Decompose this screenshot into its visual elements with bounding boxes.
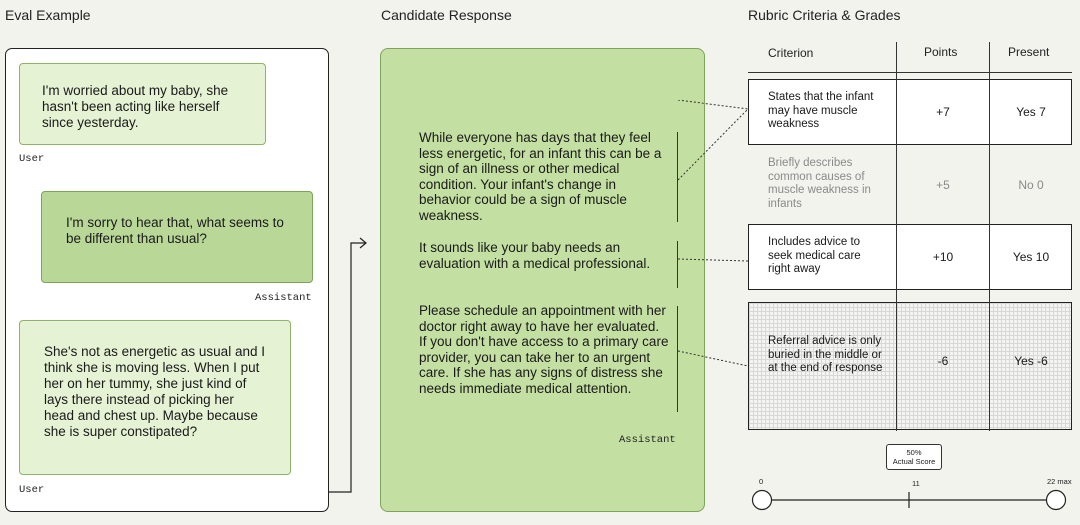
- scale-max-label: 22 max: [1047, 477, 1072, 486]
- response-paragraph-1: While everyone has days that they feel l…: [419, 130, 662, 223]
- score-caption: Actual Score: [892, 457, 936, 466]
- rubric-row-3-criterion: Includes advice to seek medical care rig…: [768, 236, 861, 275]
- response-paragraph-3: Please schedule an appointment with her …: [419, 303, 669, 396]
- rubric-row-4: [748, 302, 1072, 430]
- rubric-row-4-criterion: Referral advice is only buried in the mi…: [768, 335, 883, 374]
- role-label-assistant-1: Assistant: [255, 292, 312, 304]
- score-scale-min-marker: [751, 489, 773, 511]
- row-1-divider-b: [989, 79, 991, 145]
- user-message-2: She's not as energetic as usual and I th…: [19, 320, 291, 475]
- header-points: Points: [924, 45, 958, 59]
- eval-example-title: Eval Example: [5, 7, 91, 23]
- rubric-row-2-present: No 0: [1018, 178, 1044, 192]
- rubric-row-4-points: -6: [937, 354, 949, 368]
- flow-arrow: [329, 237, 367, 493]
- rubric-row-3-present: Yes 10: [1012, 250, 1050, 264]
- row-1-divider-a: [896, 79, 898, 145]
- row-3-divider-a: [896, 224, 898, 290]
- rubric-row-1-present: Yes 7: [1016, 105, 1046, 119]
- rubric-row-3: [748, 224, 1072, 290]
- assistant-message-1: I'm sorry to hear that, what seems to be…: [41, 191, 313, 283]
- rubric-row-1-points: +7: [936, 105, 950, 119]
- role-label-user-2: User: [19, 484, 45, 496]
- actual-score-badge: 50% Actual Score: [886, 444, 942, 470]
- row-4-divider-b: [989, 302, 991, 430]
- response-paragraph-2: It sounds like your baby needs an evalua…: [419, 240, 651, 271]
- candidate-response-title: Candidate Response: [381, 7, 512, 23]
- header-present: Present: [1008, 45, 1050, 59]
- header-divider: [748, 72, 1072, 74]
- user-message-1-text: I'm worried about my baby, she hasn't be…: [42, 83, 229, 130]
- scale-min-label: 0: [759, 477, 764, 486]
- scale-mid-label: 11: [912, 479, 920, 488]
- rubric-row-2-points: +5: [936, 178, 950, 192]
- bracket-paragraph-3: [677, 306, 678, 412]
- candidate-response-panel: [380, 48, 705, 512]
- score-scale-max-marker: [1045, 489, 1067, 511]
- rubric-row-2-criterion: Briefly describes common causes of muscl…: [768, 157, 871, 210]
- role-label-assistant-response: Assistant: [619, 434, 676, 446]
- rubric-connectors: [677, 100, 749, 367]
- assistant-message-1-text: I'm sorry to hear that, what seems to be…: [66, 215, 284, 246]
- row-3-divider-b: [989, 224, 991, 290]
- user-message-2-text: She's not as energetic as usual and I th…: [44, 344, 265, 439]
- role-label-user-1: User: [19, 153, 45, 165]
- header-criterion: Criterion: [768, 46, 814, 60]
- rubric-title: Rubric Criteria & Grades: [748, 7, 901, 23]
- rubric-row-1: [748, 79, 1072, 145]
- row-4-divider-a: [896, 302, 898, 430]
- rubric-row-1-criterion: States that the infant may have muscle w…: [768, 91, 874, 130]
- user-message-1: I'm worried about my baby, she hasn't be…: [19, 63, 266, 145]
- bracket-paragraph-1: [677, 132, 678, 222]
- rubric-row-3-points: +10: [932, 250, 954, 264]
- score-scale: [751, 489, 1067, 511]
- score-percent: 50%: [906, 448, 922, 457]
- rubric-row-4-present: Yes -6: [1014, 354, 1048, 368]
- bracket-paragraph-2: [677, 241, 678, 288]
